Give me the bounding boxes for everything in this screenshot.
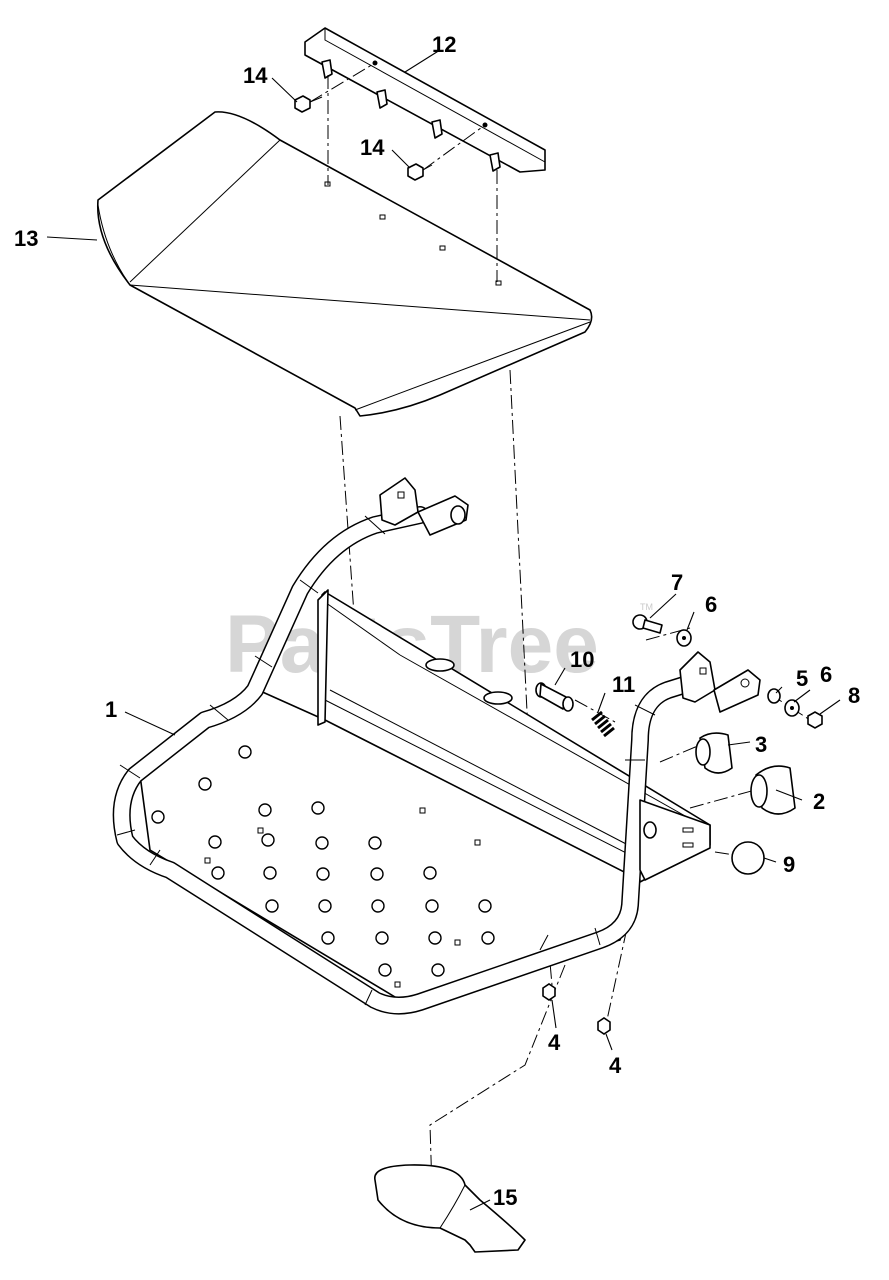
seat-pan-part-13 [96,111,593,417]
nut-part-8 [807,711,823,729]
nut-part-4-right [597,1017,611,1035]
bolt-part-14-upper [294,95,323,113]
callout-14-upper: 14 [243,63,268,88]
callout-6-lower: 6 [820,662,832,687]
seat-frame-part-1 [112,477,761,1015]
knob-part-9 [731,841,765,875]
callout-4-left: 4 [548,1030,561,1055]
bumper-part-2 [750,765,796,815]
callout-11: 11 [612,672,635,697]
spring-part-11 [591,710,615,738]
bumper-part-3 [695,732,733,774]
watermark-trademark: TM [640,602,653,612]
bracket-part-12 [304,27,546,173]
decal-part-15 [374,1164,526,1253]
callout-10: 10 [570,647,594,672]
callout-9: 9 [783,852,795,877]
bolt-part-7 [632,614,663,634]
callout-1: 1 [105,697,117,722]
nut-part-4-left [542,983,556,1001]
callout-6-upper: 6 [705,592,717,617]
callout-3: 3 [755,732,767,757]
callout-12: 12 [432,32,456,57]
leader-lines [46,49,841,1211]
callout-4-right: 4 [609,1053,622,1078]
bolt-part-14-lower [407,163,433,181]
callout-13: 13 [14,226,38,251]
callout-7: 7 [671,570,683,595]
callout-5: 5 [796,666,808,691]
callout-8: 8 [848,683,860,708]
pin-part-10 [535,682,574,712]
callout-2: 2 [813,789,825,814]
callout-15: 15 [493,1185,517,1210]
callout-14-lower: 14 [360,135,385,160]
